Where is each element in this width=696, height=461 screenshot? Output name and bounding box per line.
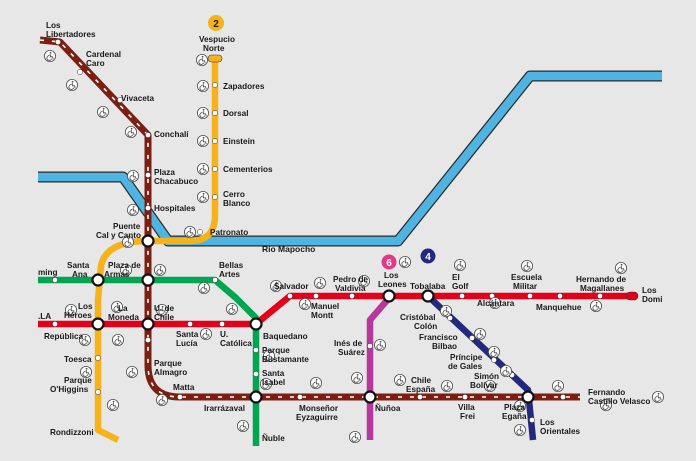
line-6 — [366, 295, 392, 440]
station-manquehue: Manquehue — [536, 303, 582, 312]
station-alcantara: Alcántara — [477, 299, 515, 308]
line-5 — [38, 276, 260, 446]
station-conchali: Conchalí — [154, 130, 189, 139]
station-patronato: Patronato — [210, 228, 248, 237]
station-irarrazaval: Irarrázaval — [204, 404, 245, 413]
station-nunoa: Ñuñoa — [375, 403, 401, 413]
station-rondizzoni: Rondizzoni — [50, 428, 94, 437]
line-badge-4: 4 — [420, 248, 436, 264]
line-4 — [425, 293, 537, 441]
station-nuble-partial: Ñuble — [262, 433, 285, 443]
station-dots — [52, 39, 603, 423]
station-salvador: Salvador — [274, 282, 309, 291]
station-tobalaba: Tobalaba — [410, 282, 446, 291]
terminal-los-dominicos — [625, 291, 639, 301]
station-einstein: Einstein — [223, 137, 255, 146]
station-baquedano: Baquedano — [263, 332, 308, 341]
terminal-vespucio-norte — [207, 54, 223, 63]
station-republica: República — [44, 332, 84, 341]
station-zapadores: Zapadores — [223, 82, 265, 91]
svg-text:4: 4 — [425, 252, 431, 263]
station-hospitales: Hospitales — [154, 204, 196, 213]
river-label: Río Mapocho — [262, 244, 315, 254]
station-toesca: Toesca — [64, 355, 92, 364]
station-cementerios: Cementerios — [223, 165, 273, 174]
station-matta: Matta — [173, 383, 195, 392]
svg-text:2: 2 — [213, 19, 219, 30]
svg-text:6: 6 — [386, 258, 392, 269]
line-badge-6: 6 — [381, 254, 397, 270]
line-badge-2: 2 — [208, 15, 224, 31]
station-vivaceta: Vivaceta — [121, 94, 155, 103]
station-dorsal: Dorsal — [223, 109, 248, 118]
interchange-stations — [91, 234, 535, 404]
station-la-partial: .LA — [38, 312, 51, 321]
line-2 — [94, 58, 219, 443]
station-hming: ming — [38, 268, 58, 277]
station-u-catolica: U.Católica — [220, 330, 252, 348]
